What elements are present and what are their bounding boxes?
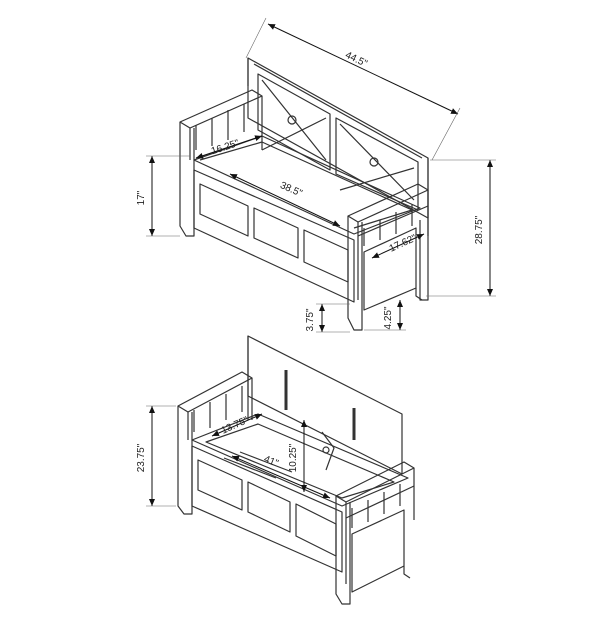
label-overall-width: 44.5" — [343, 50, 369, 70]
dim-line-seat-depth — [195, 135, 263, 159]
dim-line-seat-width — [229, 173, 341, 227]
label-leg-clearance-left: 3.75" — [305, 308, 316, 331]
label-seat-height: 17" — [136, 190, 147, 205]
bench-closed-drawing — [179, 57, 429, 331]
dim-line-overall-depth — [371, 233, 425, 259]
label-height-open: 23.75" — [136, 443, 147, 472]
dimension-labels: 44.5" 16.25" 38.5" 17" 28.75" 17.62" 3.7… — [136, 50, 485, 473]
label-storage-depth: 13.75" — [220, 415, 251, 437]
dim-line-overall-width — [267, 23, 459, 115]
label-overall-depth: 17.62" — [388, 233, 419, 255]
label-storage-height: 10.25" — [288, 443, 299, 472]
label-seat-depth: 16.25" — [210, 138, 241, 157]
dim-line-storage-width — [231, 455, 331, 499]
label-leg-clearance-right: 4.25" — [383, 306, 394, 329]
dim-line-storage-depth — [211, 413, 263, 437]
label-overall-height: 28.75" — [474, 215, 485, 244]
label-storage-width: 41" — [262, 454, 280, 470]
label-seat-width: 38.5" — [278, 180, 304, 200]
bench-open-drawing — [177, 335, 415, 605]
